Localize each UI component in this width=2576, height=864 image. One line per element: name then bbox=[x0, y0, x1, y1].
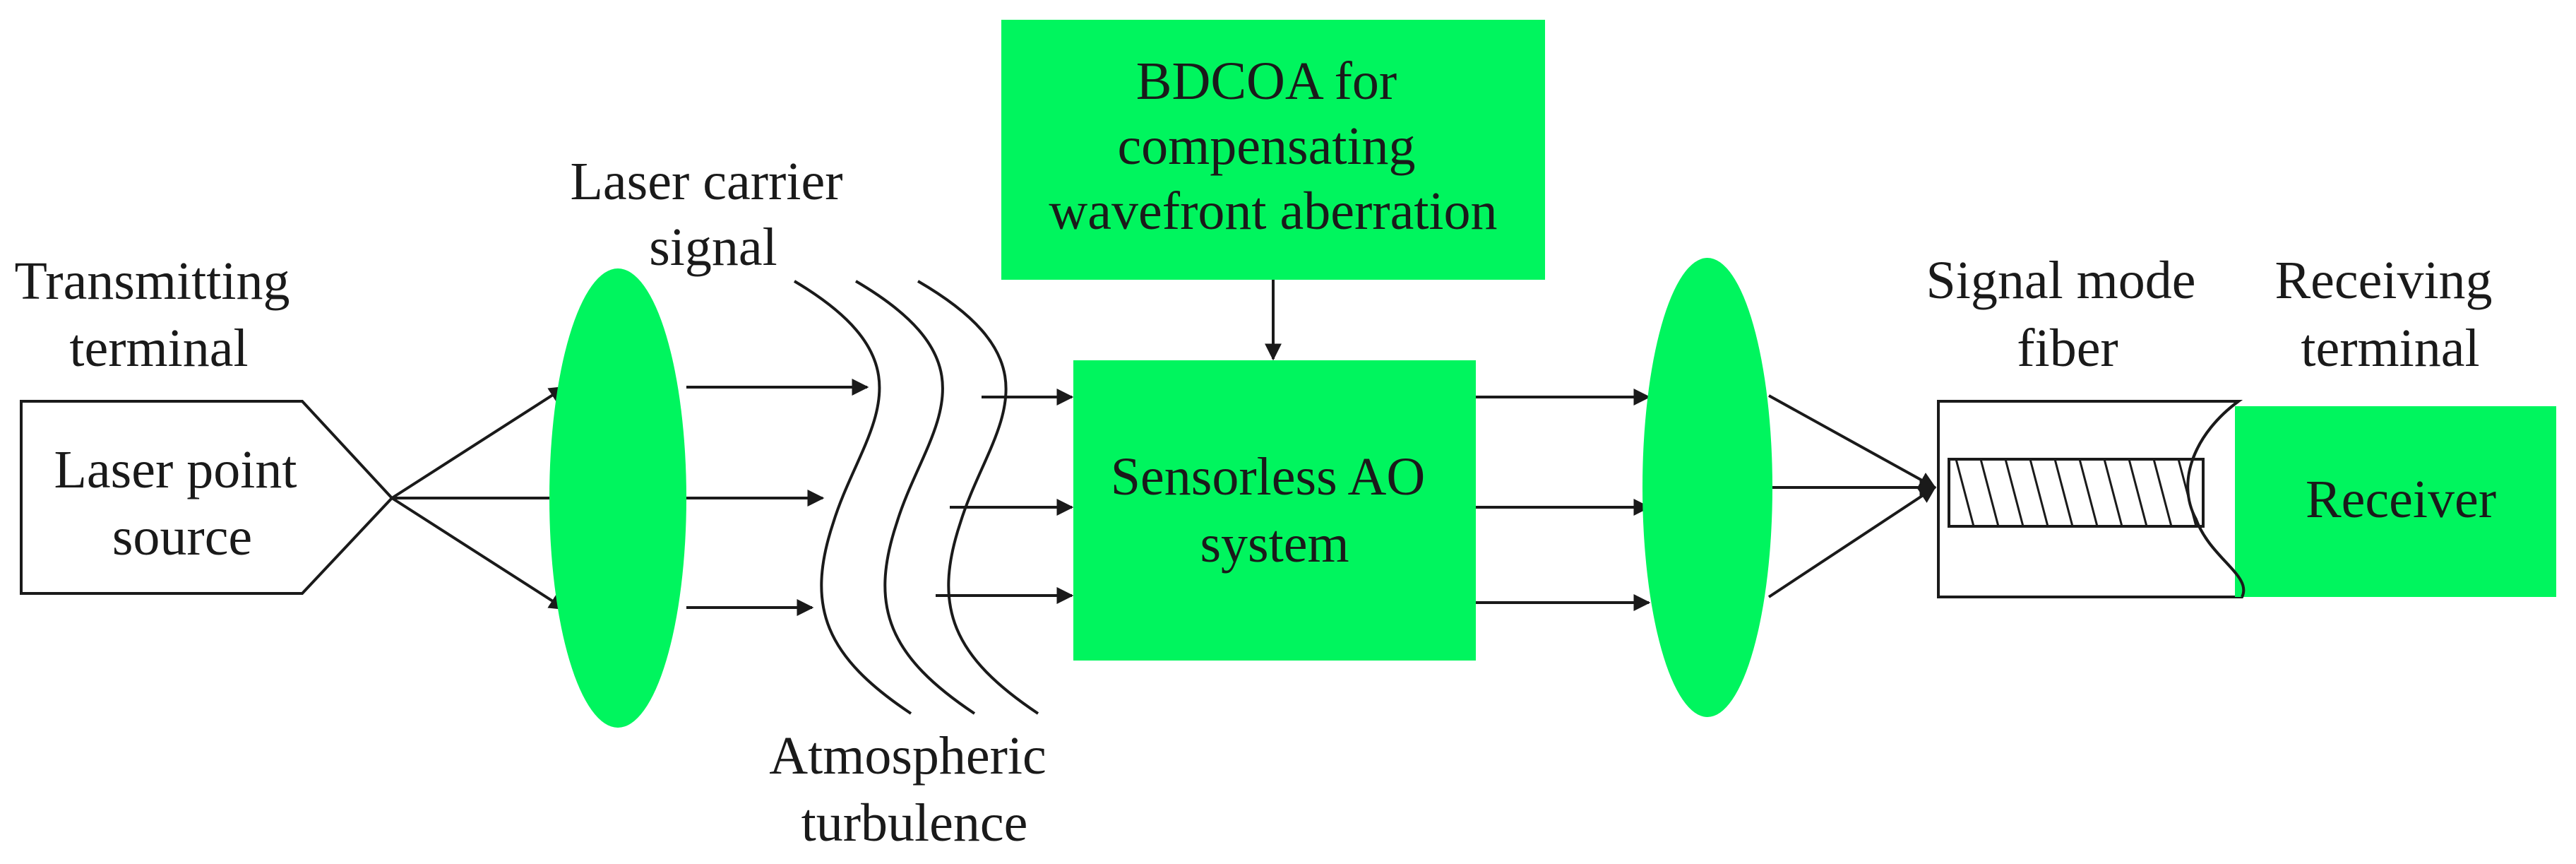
turbulence-wavefronts bbox=[793, 280, 1039, 715]
receiving-terminal-label: Receiving terminal bbox=[2274, 251, 2505, 378]
receive-lens bbox=[1642, 258, 1772, 717]
laser-carrier-signal-label: Laser carrier signal bbox=[570, 152, 856, 277]
diverging-beam-arrows bbox=[390, 386, 567, 610]
ao-input-arrows bbox=[936, 389, 1074, 604]
sensorless-ao-label: Sensorless AO system bbox=[1111, 447, 1438, 574]
transmitting-terminal-label: Transmitting terminal bbox=[15, 251, 304, 378]
atmospheric-turbulence-label: Atmospheric turbulence bbox=[769, 726, 1060, 853]
laser-point-source-label: Laser point source bbox=[54, 440, 310, 567]
bdcoa-label: BDCOA for compensating wavefront aberrat… bbox=[1049, 52, 1497, 241]
single-mode-fiber bbox=[1937, 400, 2246, 598]
signal-mode-fiber-label: Signal mode fiber bbox=[1926, 251, 2209, 378]
bdcoa-box: BDCOA for compensating wavefront aberrat… bbox=[1001, 20, 1545, 280]
fiber-core-hatching bbox=[1955, 458, 2198, 527]
transmit-lens bbox=[549, 268, 686, 728]
ao-output-arrows bbox=[1476, 389, 1651, 611]
receiver-label: Receiver bbox=[2306, 470, 2496, 529]
laser-point-source-box: Laser point source bbox=[20, 400, 394, 595]
sensorless-ao-box: Sensorless AO system bbox=[1073, 360, 1476, 661]
receiver-box: Receiver bbox=[2186, 400, 2556, 598]
converging-beam-arrows bbox=[1767, 394, 1937, 598]
collimated-beam-arrows bbox=[686, 379, 869, 616]
